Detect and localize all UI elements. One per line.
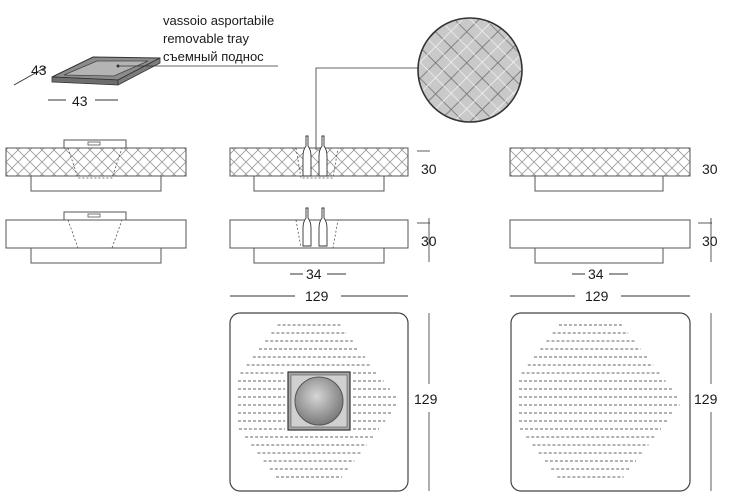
- plan-view-right: [510, 312, 691, 492]
- side-view-right-hatched: [509, 147, 691, 192]
- plan-surface-texture: [238, 324, 398, 478]
- base-width-label-middle: 34: [306, 266, 322, 282]
- side-view-middle-outline: [229, 207, 409, 264]
- removable-tray-view: [13, 56, 278, 101]
- bottle-icon: [302, 135, 312, 177]
- tray-depth-label: 43: [31, 62, 47, 78]
- top-width-label-middle: 129: [305, 288, 329, 304]
- side-view-left-hatched: [5, 139, 187, 192]
- side-view-right-outline: [509, 219, 691, 264]
- plan-surface-texture: [519, 324, 680, 478]
- bottle-icon: [318, 135, 328, 177]
- tray-caption-russian: съемный поднос: [163, 49, 264, 64]
- tray-caption-english: removable tray: [163, 31, 249, 46]
- tray-caption-italian: vassoio asportabile: [163, 13, 274, 28]
- bottle-icon: [318, 207, 328, 247]
- side-view-middle-hatched: [229, 135, 409, 192]
- height-label-middle-middle: 30: [421, 233, 437, 249]
- height-label-top-right: 30: [702, 161, 718, 177]
- bottle-icon: [302, 207, 312, 247]
- plan-view-middle: [229, 312, 409, 492]
- height-label-middle-right: 30: [702, 233, 718, 249]
- height-label-top-middle: 30: [421, 161, 437, 177]
- surface-texture-detail: [315, 17, 523, 150]
- top-depth-label-right: 129: [694, 391, 718, 407]
- tray-width-label: 43: [72, 93, 88, 109]
- side-view-left-outline: [5, 211, 187, 264]
- base-width-label-right: 34: [588, 266, 604, 282]
- top-depth-label-middle: 129: [414, 391, 438, 407]
- top-width-label-right: 129: [585, 288, 609, 304]
